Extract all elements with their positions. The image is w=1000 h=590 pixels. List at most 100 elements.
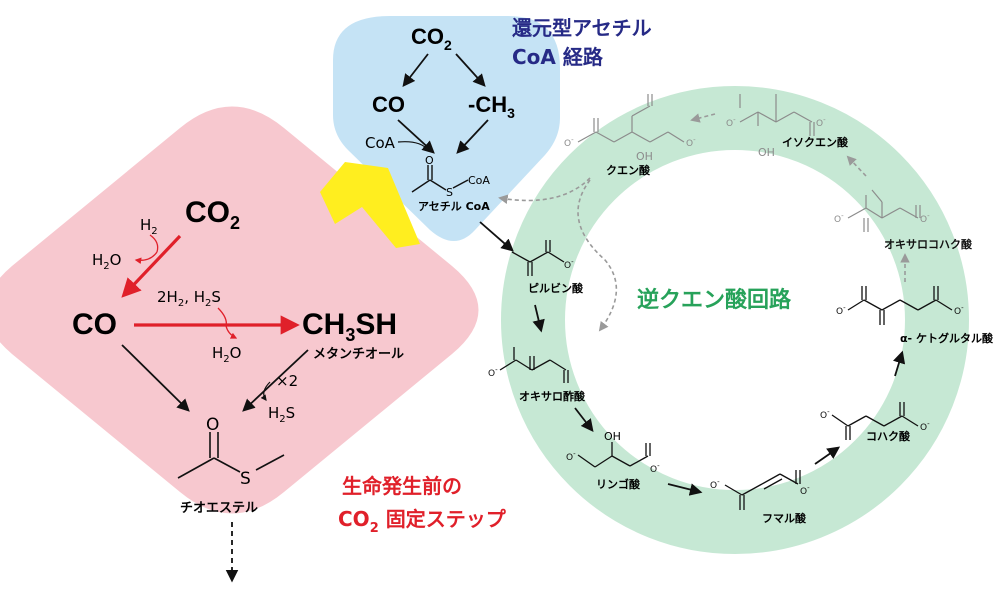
svg-text:H2O: H2O [92, 251, 121, 272]
malate-structure [577, 442, 651, 468]
svg-text:2H2, H2S: 2H2, H2S [157, 288, 221, 309]
svg-text:O-: O- [820, 408, 830, 421]
oxalosuccinate-structure [847, 189, 921, 232]
arrow-co2-to-ch3 [455, 53, 486, 87]
svg-text:H2O: H2O [212, 344, 241, 365]
carboxylate-labels-faded: O- O- O- O- O- O- [564, 116, 930, 225]
pre-reagents: 2H2, H2S [157, 288, 221, 309]
arrow-citrate-to-acetyl-coa [498, 177, 591, 204]
acetyl-coa-small: CoA [468, 174, 490, 187]
svg-text:O-: O- [686, 136, 696, 149]
acoa-co2: CO2 [411, 24, 452, 53]
rtca-title: 逆クエン酸回路 [637, 287, 792, 313]
alpha-kg-structure [847, 286, 953, 325]
coa-curve-arrow [397, 141, 429, 151]
svg-text:H2S: H2S [268, 404, 295, 425]
svg-text:CO2: CO2 [185, 196, 240, 233]
yellow-transfer-arrow [320, 162, 420, 248]
svg-text:O-: O- [954, 304, 964, 317]
malate-label: リンゴ酸 [596, 477, 641, 491]
alpha-kg-label: α- ケトグルタル酸 [900, 331, 994, 345]
svg-text:O-: O- [816, 116, 826, 129]
arrow-oxalosuccinate-to-isocitrate [846, 155, 867, 177]
h2-in-curve [149, 234, 159, 253]
succinate-structure [831, 402, 919, 440]
prebiotic-title-line1: 生命発生前の [342, 474, 462, 498]
svg-text:O-: O- [564, 258, 574, 271]
pre-h2o-b: H2O [212, 344, 241, 365]
prebiotic-title-line2: CO2 固定ステップ [338, 507, 507, 536]
svg-text:O-: O- [920, 212, 930, 225]
rtca-ring [501, 86, 969, 554]
oxalosuccinate-label: オキサロコハク酸 [884, 237, 973, 251]
svg-text:O-: O- [834, 212, 844, 225]
arrow-co2-to-co [402, 53, 429, 87]
h2o-out-curve [134, 251, 158, 264]
h2o-b-out-curve [225, 325, 238, 339]
arrow-fumarate-to-succinate [814, 446, 841, 465]
acetyl-coa-label: アセチル CoA [418, 200, 490, 213]
arrow-citrate-to-oxaloacetate [577, 179, 618, 332]
svg-text:O-: O- [726, 116, 736, 129]
thioester-s: S [240, 469, 251, 489]
svg-text:CO2: CO2 [411, 24, 452, 53]
isocitrate-oh: OH [758, 146, 775, 159]
isocitrate-label: イソクエン酸 [782, 135, 849, 149]
thioester-o: O [206, 415, 219, 435]
fumarate-structure [724, 470, 801, 510]
isocitrate-structure [739, 94, 815, 136]
times-two: ×2 [276, 372, 298, 390]
malate-oh: OH [604, 430, 621, 443]
methanethiol-label: メタンチオール [313, 347, 404, 362]
svg-text:O-: O- [566, 450, 576, 463]
arrow-ch3sh-to-thioester [242, 349, 309, 412]
pre-ch3sh: CH3SH [302, 308, 397, 345]
svg-text:O-: O- [710, 478, 720, 491]
arrow-oxaloacetate-to-malate [574, 407, 594, 432]
pyruvate-label: ピルビン酸 [528, 281, 584, 295]
pyruvate-structure [511, 240, 565, 276]
succinate-label: コハク酸 [866, 429, 911, 443]
svg-text:O-: O- [488, 366, 498, 379]
acoa-co: CO [372, 92, 405, 117]
pre-co2: CO2 [185, 196, 240, 233]
acoa-ch3: -CH3 [468, 92, 515, 121]
svg-text:CO2 固定ステップ: CO2 固定ステップ [338, 507, 507, 536]
thioester-label: チオエステル [180, 501, 258, 516]
svg-text:O-: O- [564, 136, 574, 149]
acetyl-s: S [446, 186, 453, 199]
thioester-structure [177, 432, 285, 479]
svg-text:O-: O- [920, 420, 930, 433]
oxaloacetate-label: オキサロ酢酸 [519, 389, 586, 403]
arrow-succinate-to-akg [893, 350, 906, 377]
citrate-label: クエン酸 [606, 163, 651, 177]
citrate-oh: OH [636, 150, 653, 163]
arrow-ch3-to-acetyl [456, 119, 489, 154]
acoa-coa-reagent: CoA [365, 134, 396, 152]
acoa-title-line1: 還元型アセチル [512, 16, 652, 40]
pre-h2s: H2S [268, 404, 295, 425]
svg-text:H2: H2 [140, 216, 158, 237]
citrate-structure [577, 94, 685, 143]
svg-text:O-: O- [650, 462, 660, 475]
arrow-pyruvate-to-oxaloacetate [532, 304, 545, 333]
arrow-co2-to-co-red [121, 234, 182, 298]
pre-h2: H2 [140, 216, 158, 237]
pre-co: CO [72, 308, 117, 341]
arrow-co-to-thioester [121, 344, 190, 412]
svg-text:O-: O- [836, 304, 846, 317]
svg-text:-CH3: -CH3 [468, 92, 515, 121]
h2s-out-curve [260, 381, 271, 401]
arrow-acetyl-to-pyruvate [479, 221, 514, 252]
acetyl-o: O [425, 154, 434, 167]
pre-h2o: H2O [92, 251, 121, 272]
svg-text:O-: O- [800, 484, 810, 497]
svg-text:CH3SH: CH3SH [302, 308, 397, 345]
carboxylate-labels: O- O- O- O- O- O- O- O- O- O- [488, 258, 964, 497]
acoa-title-line2: CoA 経路 [512, 45, 604, 69]
oxaloacetate-structure [499, 347, 569, 383]
arrow-isocitrate-to-citrate [690, 113, 716, 123]
fumarate-label: フマル酸 [762, 511, 807, 525]
